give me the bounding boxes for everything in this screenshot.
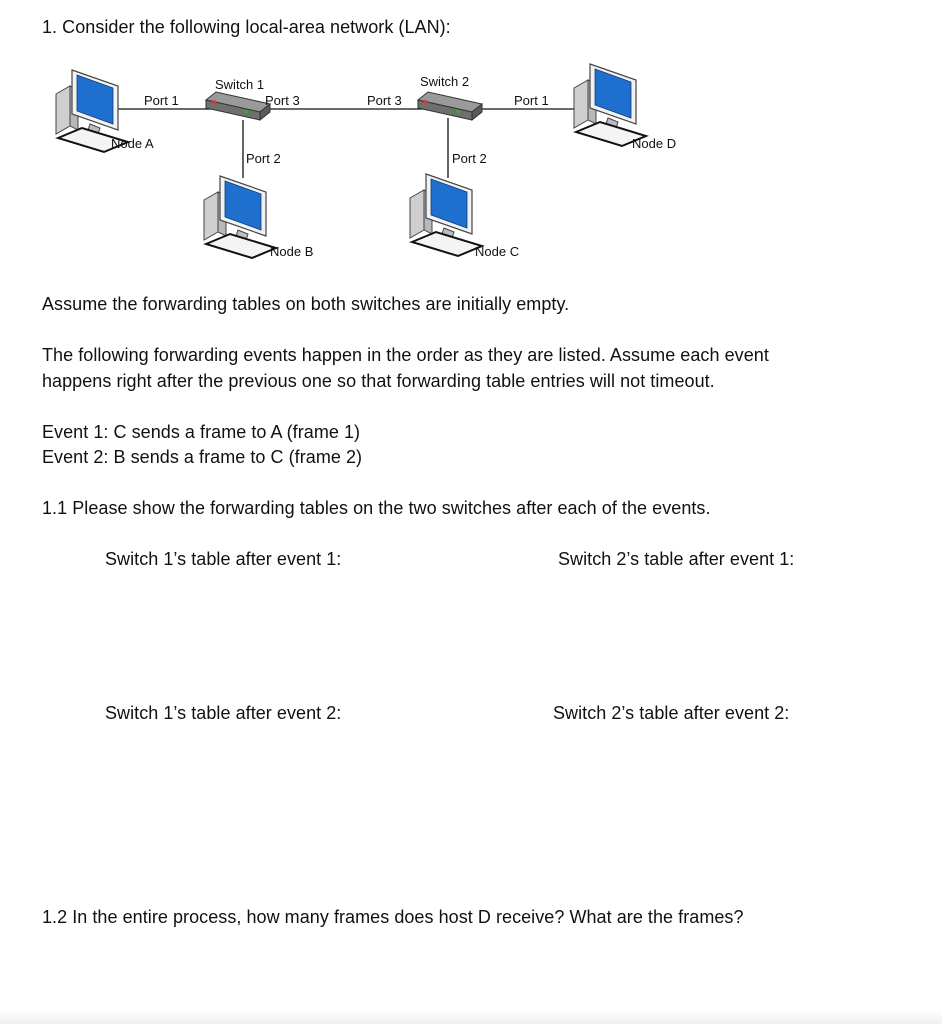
switch-1-icon <box>206 92 270 120</box>
switch-1-port-2-label: Port 2 <box>246 151 281 166</box>
network-links <box>95 109 594 178</box>
events-intro-line-1: The following forwarding events happen i… <box>42 344 769 366</box>
switch-1-label: Switch 1 <box>215 77 264 92</box>
switch-2-label: Switch 2 <box>420 74 469 89</box>
node-c-computer-icon <box>410 174 482 256</box>
node-d-computer-icon <box>574 64 646 146</box>
event-1-text: Event 1: C sends a frame to A (frame 1) <box>42 421 360 443</box>
events-intro-line-2: happens right after the previous one so … <box>42 370 715 392</box>
question-1-2: 1.2 In the entire process, how many fram… <box>42 906 744 928</box>
switch-1-port-3-label: Port 3 <box>265 93 300 108</box>
switch-2-port-3-label: Port 3 <box>367 93 402 108</box>
switch-1-table-event-2-label: Switch 1’s table after event 2: <box>105 702 341 724</box>
switch-1-table-event-1-label: Switch 1’s table after event 1: <box>105 548 341 570</box>
page-bottom-edge <box>0 1010 942 1024</box>
node-c-label: Node C <box>475 244 519 259</box>
switch-2-table-event-1-label: Switch 2’s table after event 1: <box>558 548 794 570</box>
event-2-text: Event 2: B sends a frame to C (frame 2) <box>42 446 362 468</box>
switch-2-port-2-label: Port 2 <box>452 151 487 166</box>
node-b-label: Node B <box>270 244 313 259</box>
node-b-computer-icon <box>204 176 276 258</box>
assumption-text: Assume the forwarding tables on both swi… <box>42 293 569 315</box>
switch-2-icon <box>418 92 482 120</box>
node-d-label: Node D <box>632 136 676 151</box>
lan-diagram: Switch 1 Switch 2 Port 1 Port 3 Port 2 P… <box>0 0 942 275</box>
switch-2-port-1-label: Port 1 <box>514 93 549 108</box>
question-1-1: 1.1 Please show the forwarding tables on… <box>42 497 711 519</box>
node-a-label: Node A <box>111 136 154 151</box>
switch-2-table-event-2-label: Switch 2’s table after event 2: <box>553 702 789 724</box>
switch-1-port-1-label: Port 1 <box>144 93 179 108</box>
